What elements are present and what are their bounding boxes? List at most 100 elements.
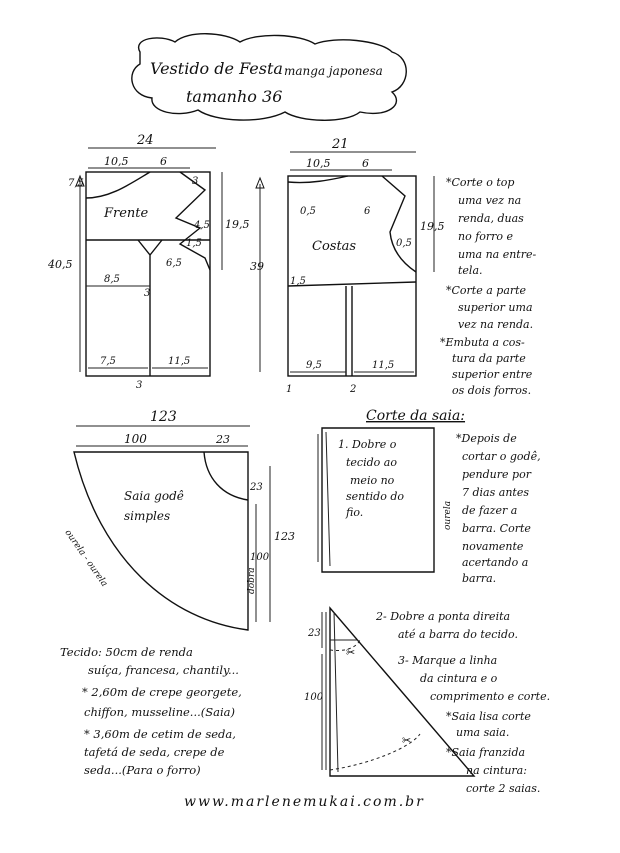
note3-line3: superior entre — [452, 368, 533, 381]
step1-line4: sentido do — [346, 490, 404, 503]
front-grain-arrowhead — [75, 174, 85, 187]
note2-line2: superior uma — [458, 301, 533, 314]
fabric-line4: chiffon, musseline...(Saia) — [84, 705, 235, 719]
step2-line1: 2- Dobre a ponta direita — [375, 610, 510, 623]
front-405-label: 40,5 — [47, 258, 73, 271]
note3-line4: os dois forros. — [452, 384, 531, 397]
website-footer[interactable]: www.marlenemukai.com.br — [184, 794, 425, 810]
skirt-23-label: 23 — [215, 433, 230, 446]
front-6-label: 6 — [160, 155, 167, 168]
title-line1: Vestido de Festa — [150, 59, 283, 78]
back-15-label: 1,5 — [290, 276, 306, 287]
back-39-label: 39 — [250, 260, 264, 273]
step1-fold-lines — [317, 431, 331, 567]
front-outline — [85, 171, 211, 377]
front-3b-label: 3 — [144, 288, 150, 299]
back-05b-label: 0,5 — [396, 238, 412, 249]
step3-line1: 3- Marque a linha — [398, 654, 497, 667]
front-85-label: 8,5 — [104, 274, 120, 285]
step3-line3: comprimento e corte. — [430, 690, 550, 703]
skirt-cut-steps: Corte da saia: 1. Dobre o tecido ao meio… — [304, 408, 550, 795]
front-65-label: 6,5 — [166, 258, 182, 269]
back-105-label: 10,5 — [306, 157, 331, 170]
step1-note-9: barra. — [462, 572, 496, 585]
front-15-label: 1,5 — [186, 238, 202, 249]
back-mark1: 1 — [286, 384, 292, 395]
note3-line2: tura da parte — [452, 352, 526, 365]
back-195-label: 19,5 — [420, 220, 445, 233]
note1-line4: no forro e — [458, 230, 514, 243]
skirt-outline — [73, 451, 249, 631]
front-3-label: 3 — [192, 176, 198, 187]
title-cloud-outline — [131, 33, 407, 121]
scissors-icon-2: ✂ — [402, 734, 411, 747]
front-45-label: 4,5 — [193, 220, 210, 231]
back-label: Costas — [312, 239, 356, 254]
step1-note-1: *Depois de — [456, 432, 517, 445]
step-triangle-folds — [325, 611, 358, 773]
step3-note-5: corte 2 saias. — [466, 782, 540, 795]
note1-line1: *Corte o top — [446, 176, 514, 189]
back-95-label: 9,5 — [306, 360, 322, 371]
step1-note-4: 7 dias antes — [462, 486, 529, 499]
note1-line3: renda, duas — [458, 212, 524, 225]
step3-note-3: *Saia franzida — [446, 746, 525, 759]
fabric-list: Tecido: 50cm de renda suíça, francesa, c… — [60, 645, 242, 777]
fabric-line2: suíça, francesa, chantily... — [88, 663, 239, 677]
triangle-23: 23 — [307, 628, 321, 639]
step-triangle-waist-mark — [329, 639, 361, 651]
skirt-100-label: 100 — [124, 432, 147, 446]
skirt-selvage-arc: ourela - ourela — [62, 528, 109, 589]
back-05a-label: 0,5 — [300, 206, 316, 217]
back-waist-line — [287, 281, 417, 287]
title-line1b: manga japonesa — [284, 64, 383, 78]
step1-note-3: pendure por — [462, 468, 532, 481]
step1-note-5: de fazer a — [462, 504, 517, 517]
back-grain-arrowhead — [255, 176, 265, 189]
step1-note-6: barra. Corte — [462, 522, 531, 535]
step-triangle-hem-mark — [329, 733, 421, 771]
note1-line6: tela. — [458, 264, 483, 277]
skirt-side-123: 123 — [274, 530, 295, 543]
front-75-label: 7,5 — [68, 178, 84, 189]
step3-note-4: na cintura: — [466, 764, 527, 777]
front-115-label: 11,5 — [168, 356, 190, 367]
front-105-label: 10,5 — [104, 155, 129, 168]
front-neckline — [85, 171, 151, 199]
front-width-label: 24 — [136, 133, 154, 148]
step1-note-8: acertando a — [462, 556, 528, 569]
skirt-pattern: 123 100 23 Saia godê simples 23 123 100 … — [62, 409, 295, 631]
front-label: Frente — [103, 206, 149, 221]
step3-line2: da cintura e o — [420, 672, 498, 685]
skirt-123-label: 123 — [150, 409, 177, 425]
front-dart-line — [137, 239, 151, 376]
skirt-label2: simples — [124, 509, 170, 523]
step1-line3: meio no — [350, 474, 395, 487]
cut-title: Corte da saia: — [366, 408, 465, 424]
step1-fabric-box — [321, 427, 435, 573]
triangle-100: 100 — [304, 692, 324, 703]
step-triangle — [329, 606, 476, 777]
skirt-label1: Saia godê — [124, 489, 184, 503]
front-dart-right — [149, 239, 163, 256]
front-armhole — [174, 171, 211, 271]
skirt-waist-curve — [203, 451, 249, 501]
top-notes: *Corte o top uma vez na renda, duas no f… — [440, 176, 536, 397]
back-6-label: 6 — [362, 157, 369, 170]
note1-line5: uma na entre- — [458, 248, 536, 261]
fabric-line5: * 3,60m de cetim de seda, — [84, 727, 236, 741]
skirt-fold-label: dobra — [247, 567, 257, 594]
skirt-side-23: 23 — [249, 482, 263, 493]
fabric-line3: * 2,60m de crepe georgete, — [82, 685, 242, 699]
back-pattern: 21 10,5 6 Costas 0,5 6 0,5 1,5 19,5 39 9… — [250, 137, 445, 395]
step1-line5: fio. — [345, 506, 363, 519]
skirt-side-100: 100 — [250, 552, 270, 563]
back-armhole — [381, 175, 417, 273]
front-mark3: 3 — [136, 380, 142, 391]
step1-note-7: novamente — [462, 540, 524, 553]
step1-line2: tecido ao — [346, 456, 397, 469]
fabric-line7: seda...(Para o forro) — [84, 763, 201, 777]
front-195-label: 19,5 — [225, 218, 250, 231]
front-75b-label: 7,5 — [100, 356, 116, 367]
